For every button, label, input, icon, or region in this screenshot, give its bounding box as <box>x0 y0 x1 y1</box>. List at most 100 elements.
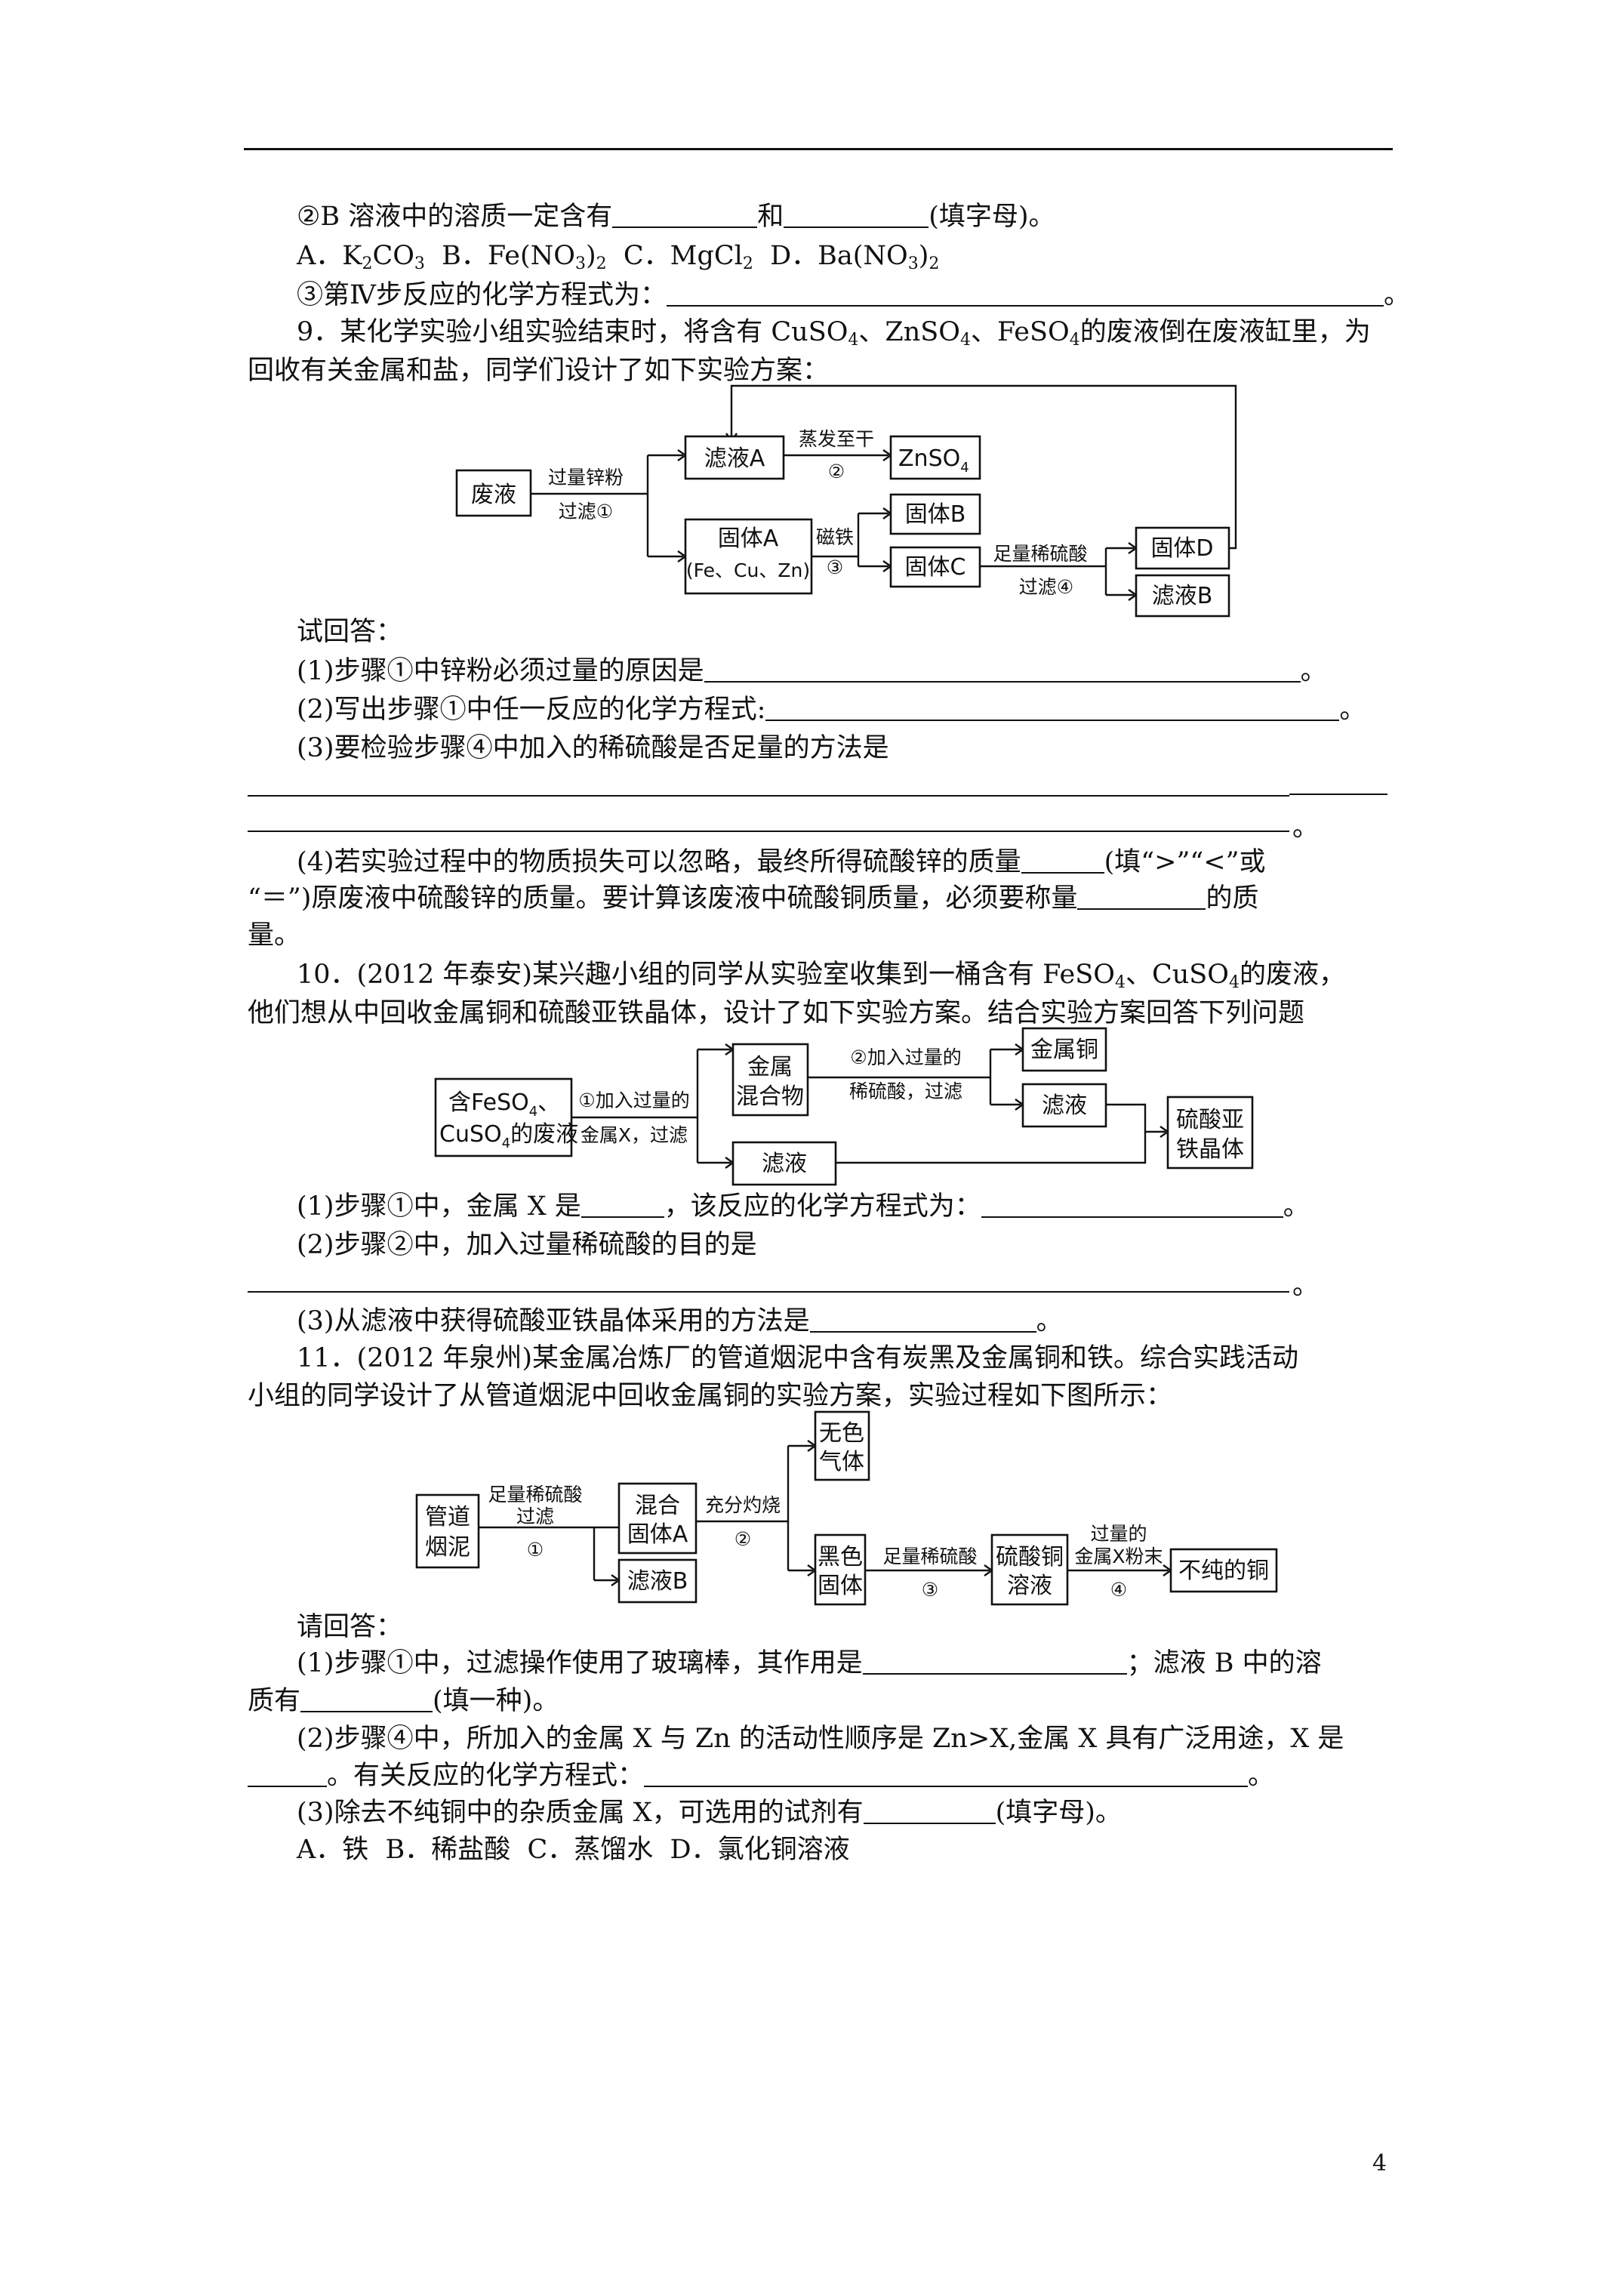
q11-edge4-mid: 金属X粉末 <box>1074 1546 1163 1567</box>
q9-filtrate-b-label: 滤液B <box>1152 583 1213 609</box>
q9-edge3-top: 磁铁 <box>816 526 854 548</box>
q9-solid-b-box <box>889 493 981 535</box>
q9-solid-d-label: 固体D <box>1150 535 1213 562</box>
q11-part2-line2: 。有关反应的化学方程式：。 <box>248 1758 1274 1793</box>
q9-solid-a-box <box>684 518 813 595</box>
q11-cuso4-line2: 溶液 <box>1007 1573 1052 1599</box>
q9-znso4-box <box>889 435 981 480</box>
q11-sludge-line1: 管道 <box>425 1504 470 1530</box>
q9-part4-line3: 量。 <box>248 920 301 951</box>
q11-edge1-bottom: ① <box>527 1539 544 1561</box>
q11-edge2-top: 充分灼烧 <box>705 1494 781 1516</box>
q11-edge2-bottom: ② <box>735 1528 751 1550</box>
q9-solid-c-box <box>889 546 981 588</box>
q10-copper-box <box>1021 1027 1107 1072</box>
q11-filtrate-b-label: 滤液B <box>627 1568 688 1595</box>
q11-edge1-top: 足量稀硫酸 <box>488 1484 582 1505</box>
q11-edge3-top: 足量稀硫酸 <box>882 1546 977 1567</box>
q9-part4-line1: (4)若实验过程中的物质损失可以忽略，最终所得硫酸锌的质量(填“>”“<”或 <box>297 847 1266 877</box>
q10-intro-1: 10．(2012 年泰安)某兴趣小组的同学从实验室收集到一桶含有 FeSO4、C… <box>297 960 1345 992</box>
q10-filtrate1-box <box>1021 1083 1107 1128</box>
q11-part2-line1: (2)步骤④中，所加入的金属 X 与 Zn 的活动性顺序是 Zn>X,金属 X … <box>297 1724 1344 1754</box>
q10-filtrate2-label: 滤液 <box>762 1151 807 1177</box>
q9-part3-end: 。 <box>1292 812 1320 843</box>
q9-edge3-bottom: ③ <box>827 556 843 578</box>
q10-edge2-bottom: 稀硫酸，过滤 <box>849 1080 962 1102</box>
q11-part1-line2: 质有(填一种)。 <box>248 1686 559 1716</box>
q9-intro-2: 回收有关金属和盐，同学们设计了如下实验方案： <box>248 356 830 386</box>
q11-edge3-bottom: ③ <box>922 1579 938 1601</box>
q10-crystal-box <box>1166 1096 1254 1170</box>
q9-part2: (2)写出步骤①中任一反应的化学方程式:。 <box>297 695 1366 725</box>
page-number: 4 <box>1372 2150 1387 2177</box>
q10-copper-label: 金属铜 <box>1030 1037 1098 1063</box>
q9-filtrate-b-box <box>1135 574 1230 618</box>
q9-edge2-top: 蒸发至干 <box>799 428 874 450</box>
q11-mix-box <box>617 1482 698 1555</box>
q11-mix-line2: 固体A <box>627 1521 688 1548</box>
q8-line-solute: ②B 溶液中的溶质一定含有和(填字母)。 <box>297 202 1055 232</box>
q11-mix-line1: 混合 <box>635 1493 680 1519</box>
q11-black-line2: 固体 <box>818 1573 863 1599</box>
q8-line-equation: ③第Ⅳ步反应的化学方程式为：。 <box>297 280 1410 310</box>
q10-mix-line1: 金属 <box>747 1054 793 1080</box>
q10-start-box <box>434 1077 573 1157</box>
q11-impure-box <box>1169 1548 1278 1593</box>
q9-solid-d-box <box>1135 526 1230 570</box>
q9-part3-blank-c <box>248 831 1289 832</box>
q10-edge2-top: ②加入过量的 <box>850 1046 961 1068</box>
q11-black-line1: 黑色 <box>818 1544 863 1570</box>
q9-edge4-top: 足量稀硫酸 <box>993 543 1087 565</box>
q10-part2-blank <box>248 1291 1289 1293</box>
q10-crystal-line2: 铁晶体 <box>1176 1136 1244 1163</box>
q11-options: A．铁 B．稀盐酸 C．蒸馏水 D．氯化铜溶液 <box>297 1835 850 1865</box>
q9-edge1-top: 过量锌粉 <box>548 467 624 488</box>
q9-part4-line2: “＝”)原废液中硫酸锌的质量。要计算该废液中硫酸铜质量，必须要称量的质 <box>248 883 1259 914</box>
q10-intro-2: 他们想从中回收金属铜和硫酸亚铁晶体，设计了如下实验方案。结合实验方案回答下列问题 <box>248 998 1305 1028</box>
q11-part3: (3)除去不纯铜中的杂质金属 X，可选用的试剂有(填字母)。 <box>297 1798 1122 1828</box>
q9-solid-a-sub: (Fe、Cu、Zn) <box>686 559 810 581</box>
q11-edge1-mid: 过滤 <box>516 1505 554 1527</box>
q11-intro-2: 小组的同学设计了从管道烟泥中回收金属铜的实验方案，实验过程如下图所示： <box>248 1381 1173 1411</box>
q11-edge4-bottom: ④ <box>1110 1579 1127 1601</box>
q11-gas-box <box>814 1410 870 1481</box>
q11-cuso4-line1: 硫酸铜 <box>996 1544 1064 1570</box>
q10-mix-line2: 混合物 <box>736 1083 804 1110</box>
q8-options: A．K2CO3 B．Fe(NO3)2 C．MgCl2 D．Ba(NO3)2 <box>297 241 940 273</box>
q11-black-box <box>814 1533 867 1606</box>
q11-sludge-line2: 烟泥 <box>425 1534 470 1561</box>
q10-filtrate1-label: 滤液 <box>1042 1093 1087 1119</box>
q10-crystal-line1: 硫酸亚 <box>1176 1107 1244 1133</box>
q9-edge2-bottom: ② <box>828 461 845 482</box>
q9-znso4-label: ZnSO4 <box>898 445 969 476</box>
q11-intro-1: 11．(2012 年泉州)某金属冶炼厂的管道烟泥中含有炭黑及金属铜和铁。综合实践… <box>297 1343 1299 1373</box>
q11-impure-label: 不纯的铜 <box>1178 1558 1269 1584</box>
q11-cuso4-box <box>990 1533 1069 1606</box>
q9-waste-box <box>455 469 532 517</box>
q10-edge1-top: ①加入过量的 <box>578 1089 689 1111</box>
q9-part3-blank-b <box>248 795 1289 797</box>
q11-sludge-box <box>415 1493 480 1569</box>
q9-solid-c-label: 固体C <box>905 554 966 581</box>
q10-part2-end: 。 <box>1292 1271 1320 1301</box>
q11-edge4-top: 过量的 <box>1090 1523 1147 1545</box>
q9-part3: (3)要检验步骤④中加入的稀硫酸是否足量的方法是 <box>297 733 889 763</box>
q9-filtrate-a-box <box>684 435 785 480</box>
q11-gas-line1: 无色 <box>819 1420 864 1447</box>
header-rule <box>244 148 1393 150</box>
q10-part2: (2)步骤②中，加入过量稀硫酸的目的是 <box>297 1230 757 1260</box>
q9-part1: (1)步骤①中锌粉必须过量的原因是。 <box>297 656 1327 686</box>
q9-solid-a-label: 固体A <box>718 525 779 552</box>
q10-filtrate2-box <box>731 1141 837 1186</box>
q10-start-line1: 含FeSO4、 <box>448 1089 560 1120</box>
q9-edge4-bottom: 过滤④ <box>1019 576 1073 598</box>
q9-waste-label: 废液 <box>471 482 516 508</box>
q11-gas-line2: 气体 <box>819 1449 864 1475</box>
q11-answer-head: 请回答： <box>297 1612 403 1642</box>
q10-part3: (3)从滤液中获得硫酸亚铁晶体采用的方法是。 <box>297 1306 1063 1336</box>
q9-edge1-bottom: 过滤① <box>559 501 613 522</box>
q10-mix-box <box>731 1043 809 1117</box>
